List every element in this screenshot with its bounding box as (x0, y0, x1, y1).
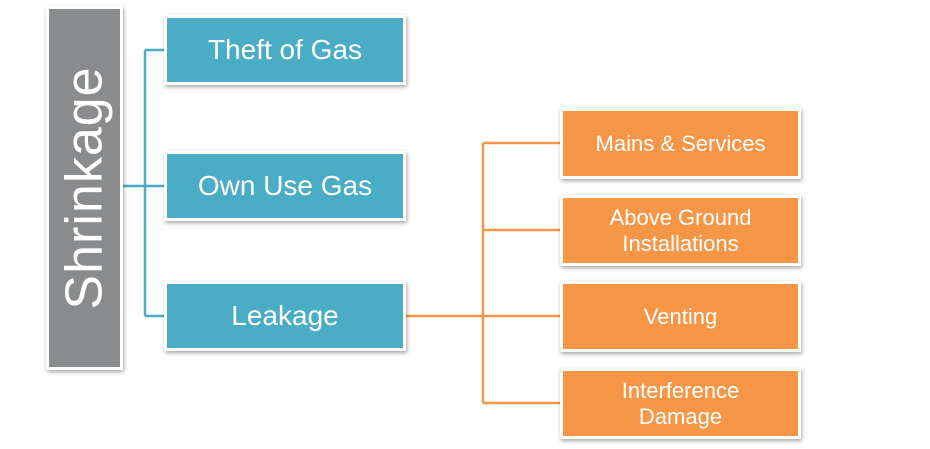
node-label: Own Use Gas (197, 170, 373, 201)
leakage-connectors (406, 141, 562, 405)
node-interference-damage: Interference Damage (560, 368, 801, 439)
node-theft-of-gas: Theft of Gas (164, 15, 406, 85)
node-label: Leakage (231, 300, 339, 331)
root-connectors (123, 48, 166, 318)
node-label: Interference Damage (621, 378, 740, 429)
node-own-use-gas: Own Use Gas (164, 151, 406, 221)
node-label: Mains & Services (595, 130, 766, 156)
root-node-shrinkage: Shrinkage (46, 6, 123, 370)
node-label: Venting (643, 303, 718, 329)
node-label: Theft of Gas (207, 34, 363, 65)
root-label: Shrinkage (55, 66, 114, 310)
node-label: Above Ground Installations (609, 205, 752, 256)
node-mains-services: Mains & Services (560, 108, 801, 179)
node-venting: Venting (560, 281, 801, 352)
node-leakage: Leakage (164, 281, 406, 351)
node-above-ground-installations: Above Ground Installations (560, 195, 801, 266)
